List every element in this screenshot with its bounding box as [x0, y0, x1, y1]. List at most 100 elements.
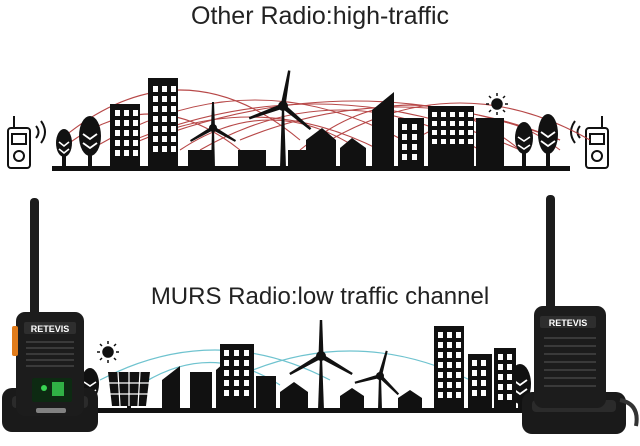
window [441, 130, 446, 135]
window [124, 150, 129, 156]
window [234, 380, 239, 386]
side-accent [12, 326, 18, 356]
window [456, 392, 461, 398]
window [447, 332, 452, 338]
window [481, 390, 486, 396]
window [456, 382, 461, 388]
signal-waves-icon [570, 120, 581, 144]
window [507, 394, 512, 400]
window [459, 130, 464, 135]
brand-label: RETEVIS [31, 324, 70, 334]
window [115, 130, 120, 136]
window [234, 370, 239, 376]
window [124, 110, 129, 116]
window [162, 116, 167, 122]
window [224, 350, 229, 356]
window [450, 112, 455, 117]
window [224, 380, 229, 386]
window [153, 96, 158, 102]
window [133, 140, 138, 146]
window [459, 112, 464, 117]
solar-panel-icon [108, 371, 150, 410]
window [459, 139, 464, 144]
window [450, 121, 455, 126]
window [438, 362, 443, 368]
top-panel [7, 70, 609, 171]
window [498, 364, 503, 370]
window [438, 382, 443, 388]
window [412, 134, 417, 140]
window [224, 390, 229, 396]
window [171, 106, 176, 112]
window [412, 124, 417, 130]
window [456, 352, 461, 358]
window [438, 342, 443, 348]
window [432, 121, 437, 126]
walkie-talkie-outline-icon [7, 116, 31, 169]
window [171, 86, 176, 92]
signal-arcs-sparse [99, 349, 471, 386]
window [124, 140, 129, 146]
window [432, 130, 437, 135]
window [456, 372, 461, 378]
window [450, 130, 455, 135]
window [507, 374, 512, 380]
top-caption: Other Radio:high-traffic [191, 2, 449, 30]
window [447, 392, 452, 398]
brand-label: RETEVIS [549, 318, 588, 328]
signal-arc [139, 362, 281, 386]
window [402, 134, 407, 140]
window [133, 110, 138, 116]
window [412, 144, 417, 150]
tree-icon [79, 116, 101, 168]
wind-turbine-icon [189, 102, 237, 168]
tree-icon [515, 122, 533, 168]
window [124, 130, 129, 136]
radio-body [534, 306, 606, 408]
window [481, 360, 486, 366]
window [438, 372, 443, 378]
building-windows [224, 332, 512, 400]
window [441, 139, 446, 144]
window [468, 112, 473, 117]
ground-line [60, 408, 570, 413]
window [498, 354, 503, 360]
window [153, 106, 158, 112]
charger-cable [619, 398, 639, 427]
sun-icon [486, 93, 508, 115]
window [153, 136, 158, 142]
window [162, 136, 167, 142]
window [498, 374, 503, 380]
bottom-panel [60, 320, 570, 413]
window [133, 130, 138, 136]
window [402, 144, 407, 150]
window [162, 146, 167, 152]
window [438, 352, 443, 358]
window [171, 136, 176, 142]
walkie-talkie-outline-icon [585, 116, 609, 169]
window [450, 139, 455, 144]
window [124, 120, 129, 126]
left-radio-product: RETEVIS [2, 198, 98, 432]
signal-waves-icon [35, 120, 46, 144]
window [115, 110, 120, 116]
window [447, 382, 452, 388]
window [441, 112, 446, 117]
window [115, 150, 120, 156]
ground-line [52, 166, 570, 171]
window [153, 86, 158, 92]
signal-arc [329, 102, 591, 141]
window [153, 146, 158, 152]
window [498, 384, 503, 390]
window [162, 86, 167, 92]
window [468, 139, 473, 144]
window [441, 121, 446, 126]
window [244, 380, 249, 386]
window [162, 96, 167, 102]
window [162, 126, 167, 132]
window [244, 370, 249, 376]
window [447, 362, 452, 368]
window [459, 121, 464, 126]
sun-icon [97, 341, 119, 363]
window [224, 360, 229, 366]
